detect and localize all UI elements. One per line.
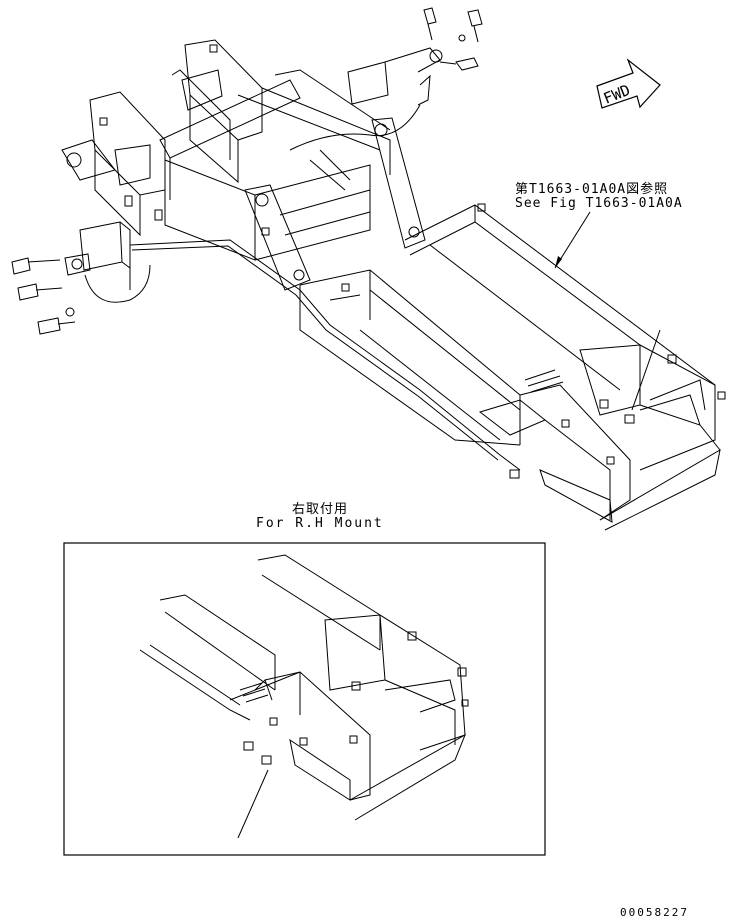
- mount-label-en: For R.H Mount: [256, 516, 384, 531]
- reference-label-jp: 第T1663-01A0A図参照: [515, 182, 669, 197]
- reference-label-en: See Fig T1663-01A0A: [515, 196, 683, 211]
- inset-frame: [63, 542, 546, 856]
- leader-arrowhead-icon: [555, 256, 562, 268]
- left-sensor-bracket: [11, 221, 521, 471]
- main-frame-drawing: [61, 39, 726, 531]
- fwd-label: FWD: [601, 81, 633, 108]
- upper-sensor-bracket: [289, 7, 483, 151]
- rh-mount-detail-drawing: [139, 554, 469, 839]
- document-number: 00058227: [620, 906, 689, 919]
- part-leader-line: [631, 329, 661, 411]
- fwd-arrow-icon: FWD: [596, 58, 661, 109]
- mount-label-jp: 右取付用: [292, 502, 349, 517]
